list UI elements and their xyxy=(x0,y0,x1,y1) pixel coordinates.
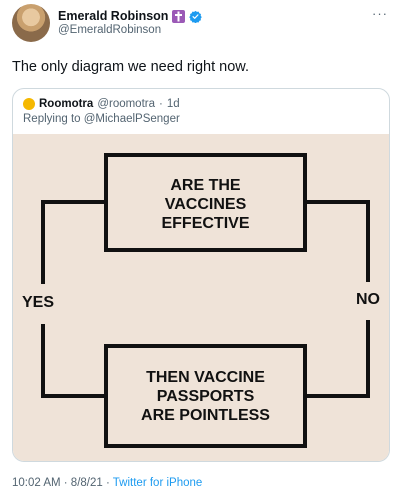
tweet-footer: 10:02 AM · 8/8/21 · Twitter for iPhone xyxy=(12,477,202,489)
bottom-box-line: THEN VACCINE xyxy=(146,369,265,386)
verified-icon xyxy=(189,10,203,23)
more-horizontal-icon[interactable]: ··· xyxy=(372,6,388,21)
quoted-author-name: Roomotra xyxy=(39,98,94,110)
tweet-text: The only diagram we need right now. xyxy=(12,59,249,75)
author-display-name[interactable]: Emerald Robinson xyxy=(58,9,169,23)
yes-label: YES xyxy=(22,294,55,311)
right-loop-line-bottom xyxy=(305,320,370,398)
top-box-text: ARE THE VACCINES EFFECTIVE xyxy=(109,176,302,233)
no-label: NO xyxy=(356,291,380,308)
diagram-lines xyxy=(41,153,370,448)
bottom-box-text: THEN VACCINE PASSPORTS ARE POINTLESS xyxy=(109,368,302,425)
bottom-box-line: PASSPORTS xyxy=(156,388,255,405)
quoted-author-handle: @roomotra xyxy=(97,98,156,110)
right-loop-line-top xyxy=(305,200,370,282)
quoted-tweet-time: 1d xyxy=(166,98,180,110)
replying-to: Replying to @MichaelPSenger xyxy=(23,113,180,125)
tweet-source[interactable]: Twitter for iPhone xyxy=(112,477,203,489)
bottom-box-line: ARE POINTLESS xyxy=(141,407,270,424)
author-avatar[interactable] xyxy=(12,4,50,42)
cross-icon xyxy=(172,9,186,23)
quoted-tweet[interactable]: Roomotra @roomotra · 1d Replying to @Mic… xyxy=(12,88,390,462)
top-box-line: EFFECTIVE xyxy=(161,215,250,232)
left-loop-line-top xyxy=(41,200,106,284)
replying-to-user[interactable]: @MichaelPSenger xyxy=(83,113,180,125)
author-handle[interactable]: @EmeraldRobinson xyxy=(58,24,162,36)
diagram-image[interactable]: ARE THE VACCINES EFFECTIVE THEN VACCINE … xyxy=(13,134,389,461)
separator-dot: · xyxy=(159,98,163,110)
author-name-row: Emerald Robinson xyxy=(58,8,203,24)
tweet-timestamp[interactable]: 10:02 AM · 8/8/21 · xyxy=(12,477,113,489)
replying-to-prefix: Replying to xyxy=(23,113,84,125)
top-box-line: VACCINES xyxy=(164,196,247,213)
top-box-line: ARE THE xyxy=(170,177,241,194)
quoted-author-avatar xyxy=(23,98,35,110)
quoted-tweet-header: Roomotra @roomotra · 1d xyxy=(23,97,180,111)
left-loop-line-bottom xyxy=(41,324,106,398)
